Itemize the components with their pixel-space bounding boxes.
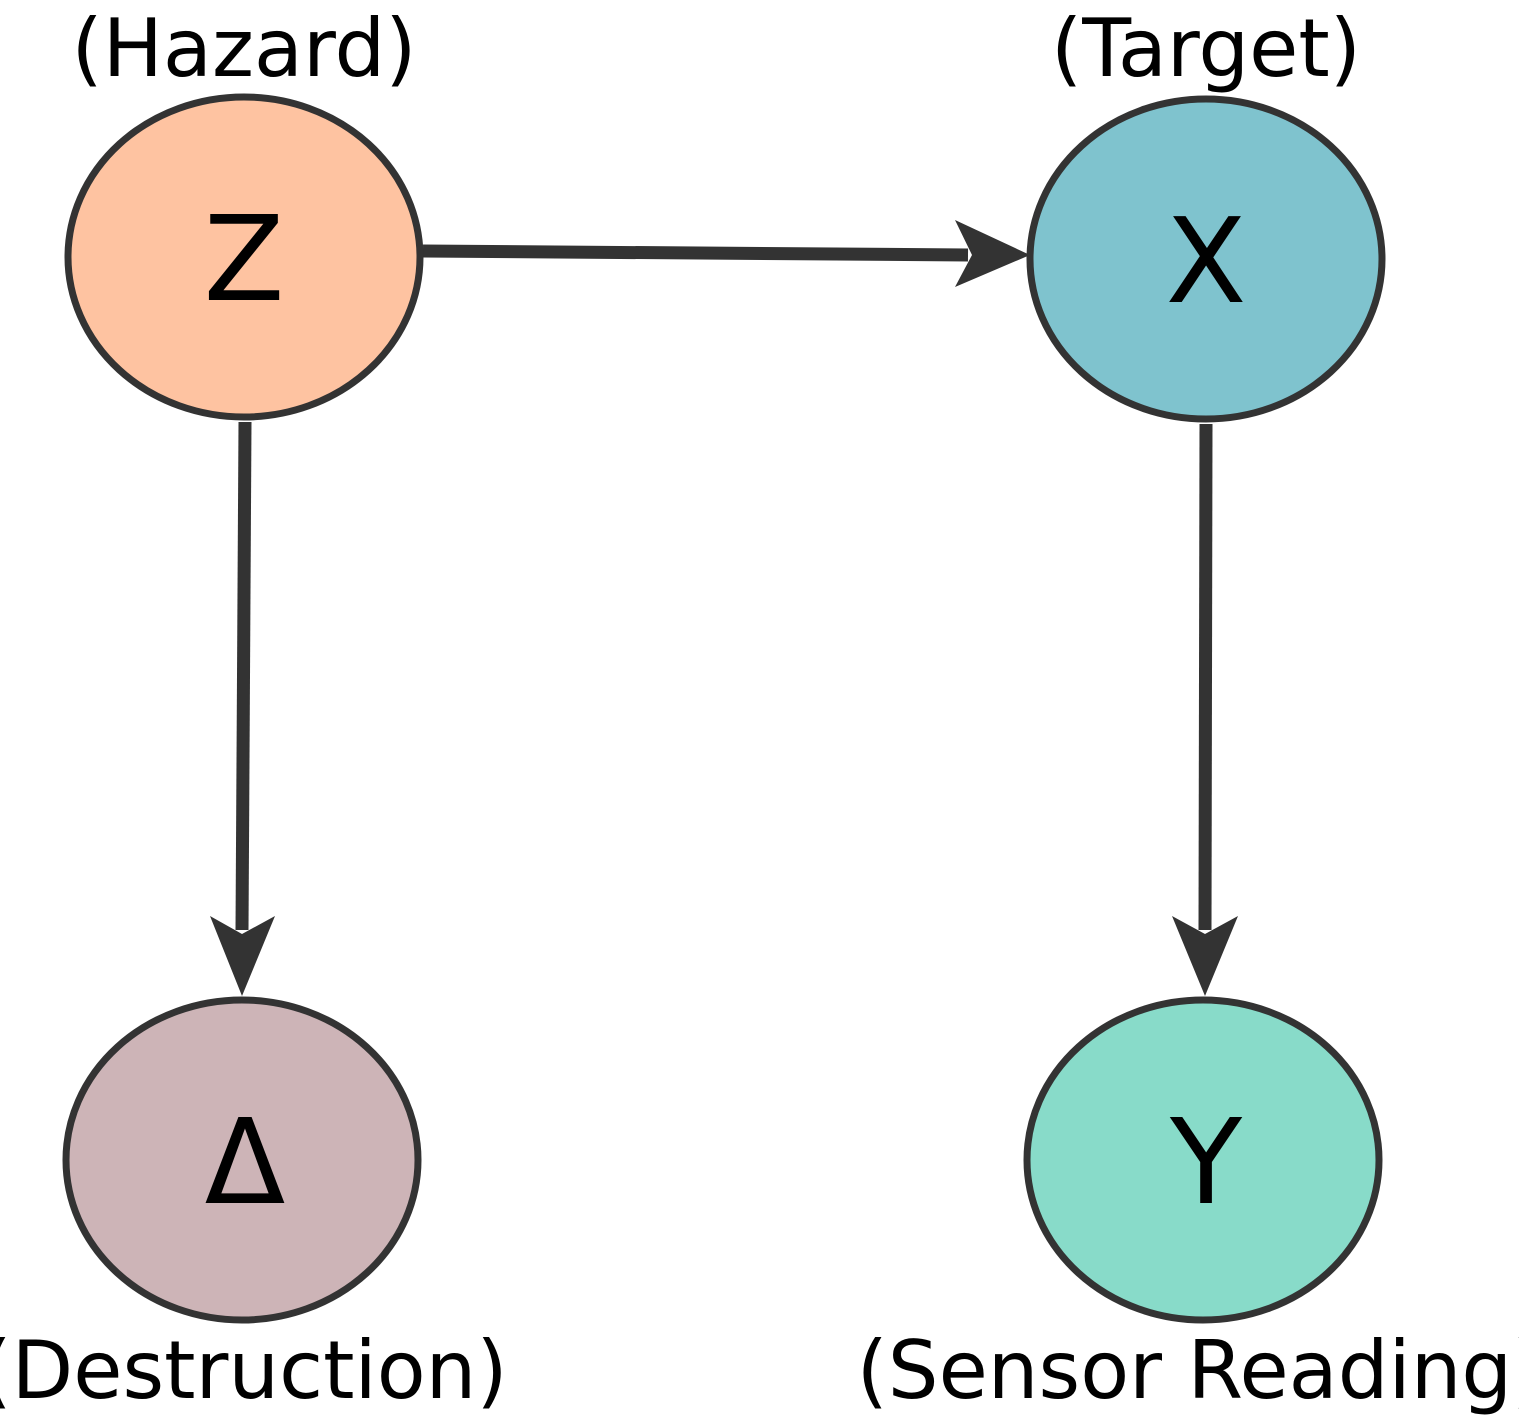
node-delta-caption: (Destruction) [0, 1324, 508, 1417]
edge-z-to-x [422, 244, 969, 262]
node-y: Y (Sensor Reading) [857, 996, 1519, 1417]
node-z-ellipse [64, 93, 424, 421]
node-z: Z (Hazard) [64, 2, 424, 421]
node-y-ellipse [1023, 996, 1383, 1324]
node-delta-label: Δ [205, 1093, 286, 1231]
node-delta: Δ (Destruction) [0, 996, 508, 1417]
node-z-label: Z [204, 190, 285, 328]
node-y-label: Y [1169, 1093, 1243, 1231]
edges [210, 220, 1238, 996]
node-x-label: X [1166, 192, 1247, 330]
arrowhead-z-to-x [955, 220, 1030, 287]
edge-x-to-y [1198, 423, 1213, 931]
arrowhead-z-to-delta [210, 916, 275, 996]
node-x-caption: (Target) [1051, 2, 1361, 95]
node-z-caption: (Hazard) [72, 2, 417, 95]
arrowhead-x-to-y [1172, 916, 1238, 996]
node-y-caption: (Sensor Reading) [857, 1324, 1519, 1417]
node-x-ellipse [1026, 95, 1386, 423]
node-delta-ellipse [62, 996, 422, 1324]
edge-z-to-delta [235, 421, 252, 931]
node-x: X (Target) [1026, 2, 1386, 423]
